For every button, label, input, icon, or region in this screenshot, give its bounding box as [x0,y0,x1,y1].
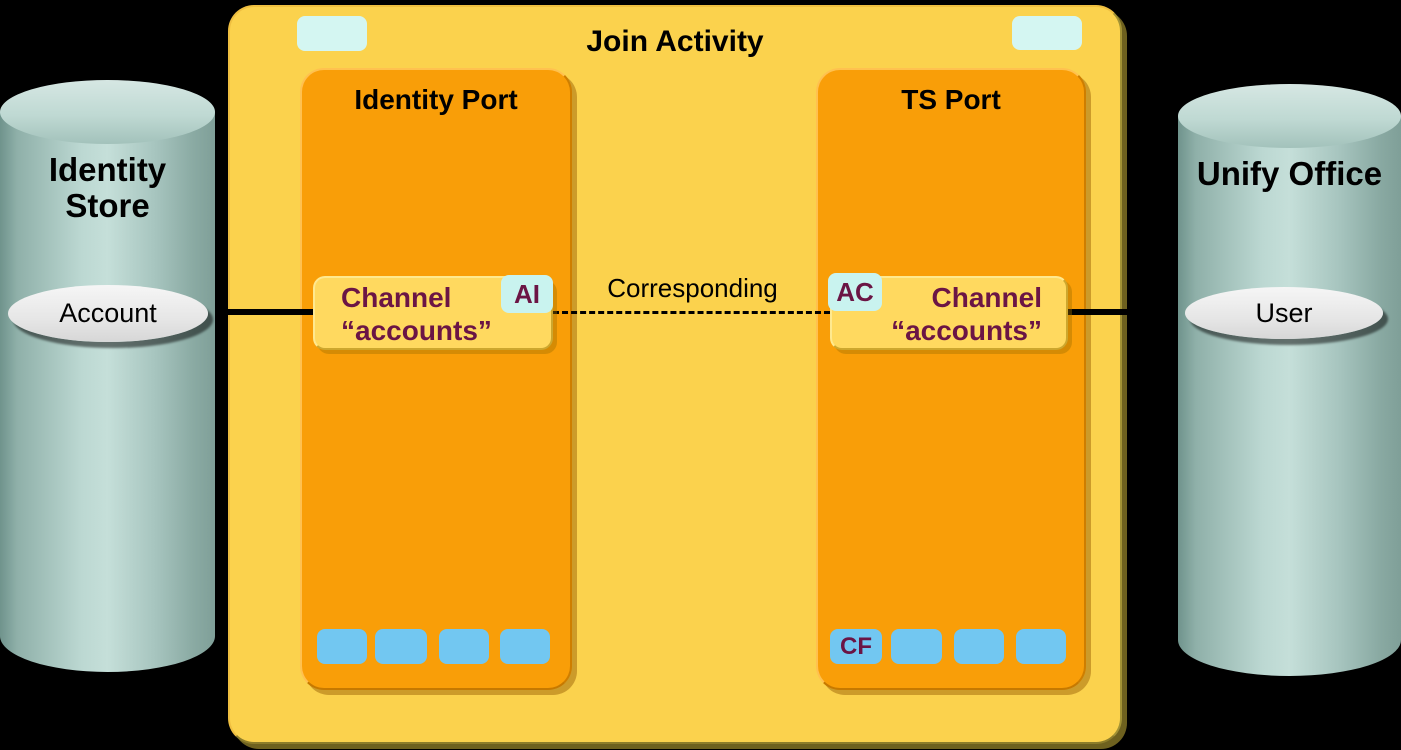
activity-tab-left [297,16,367,51]
ts-port-title: TS Port [901,84,1001,115]
channel-instance: “accounts” [891,315,1042,346]
identity-port-title: Identity Port [354,84,518,115]
identity-store-cylinder-top [0,80,215,144]
badge-ai: AI [501,275,553,313]
port-slot [439,629,489,664]
port-slot [500,629,550,664]
user-entity: User [1185,287,1383,339]
channel-name: Channel [341,282,452,313]
identity-channel-box: Channel “accounts” AI [313,275,553,350]
join-activity-title: Join Activity [586,25,764,58]
port-slot [891,629,942,664]
join-activity-box: Join Activity Identity Port TS Port CF [228,5,1122,744]
badge-ac: AC [828,273,882,311]
unify-office-cylinder-top [1178,84,1401,148]
port-slot-cf: CF [830,629,882,664]
unify-office-label: Unify Office [1196,155,1383,192]
corresponding-label: Corresponding [607,273,778,303]
account-entity: Account [8,285,208,342]
account-to-channel-line [205,309,319,315]
channel-name: Channel [931,282,1042,313]
ts-port-box: TS Port CF [816,68,1086,690]
port-slot [375,629,427,664]
channel-to-user-line [1066,309,1190,315]
ts-channel-box: Channel “accounts” AC [828,273,1068,350]
port-slot [317,629,367,664]
identity-port-box: Identity Port [300,68,572,690]
channel-instance: “accounts” [341,315,492,346]
identity-store-label: Identity Store [48,151,167,225]
port-slot [954,629,1004,664]
unify-office-cylinder [1178,116,1401,676]
activity-tab-right [1012,16,1082,50]
corresponding-dashed-line [553,311,830,314]
port-slot [1016,629,1066,664]
identity-store-cylinder [0,112,215,672]
